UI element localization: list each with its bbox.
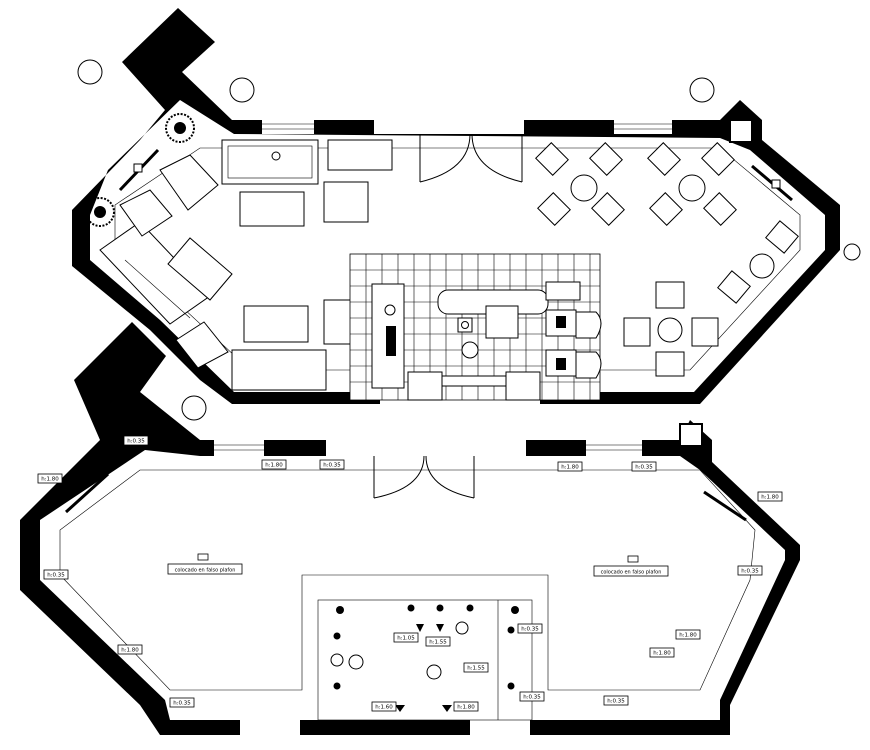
height-tag: h:0.35 bbox=[737, 565, 763, 576]
height-tag: h:1.80 bbox=[453, 701, 479, 712]
upper-inner-outline bbox=[114, 147, 801, 371]
coffee-table bbox=[243, 305, 309, 343]
armchair bbox=[323, 181, 369, 223]
height-tag: h:1.05 bbox=[393, 632, 419, 643]
svg-text:h:0.35: h:0.35 bbox=[741, 569, 759, 575]
svg-text:h:1.80: h:1.80 bbox=[265, 463, 283, 469]
upper-entrance-doors bbox=[419, 133, 523, 183]
svg-text:h:0.35: h:0.35 bbox=[523, 695, 541, 701]
armchair bbox=[159, 154, 219, 211]
coffee-table bbox=[167, 237, 233, 301]
height-tag: h:1.80 bbox=[261, 459, 287, 470]
height-tag: h:1.55 bbox=[463, 662, 489, 673]
lower-plan: colocado en falso plafon colocado en fal… bbox=[20, 322, 800, 736]
planter-icon bbox=[181, 395, 207, 421]
svg-text:h:1.80: h:1.80 bbox=[457, 705, 475, 711]
svg-text:h:1.80: h:1.80 bbox=[41, 477, 59, 483]
tv-icon bbox=[751, 164, 793, 202]
tv-icon bbox=[703, 490, 747, 522]
lower-plan-walls bbox=[20, 322, 800, 735]
upper-plan-walls bbox=[72, 8, 840, 404]
coffee-table bbox=[239, 191, 305, 227]
svg-text:h:1.80: h:1.80 bbox=[761, 495, 779, 501]
svg-text:h:1.55: h:1.55 bbox=[467, 666, 485, 672]
fan-icon bbox=[330, 653, 344, 667]
svg-text:h:1.80: h:1.80 bbox=[561, 465, 579, 471]
fan-icon bbox=[348, 654, 364, 670]
svg-text:h:0.35: h:0.35 bbox=[47, 573, 65, 579]
svg-text:h:0.35: h:0.35 bbox=[173, 701, 191, 707]
cafe-table-group bbox=[717, 220, 799, 304]
svg-text:h:0.35: h:0.35 bbox=[635, 465, 653, 471]
height-tag: h:0.35 bbox=[631, 461, 657, 472]
sofa bbox=[327, 139, 393, 171]
height-tag: h:1.80 bbox=[117, 644, 143, 655]
height-tag: h:0.35 bbox=[519, 691, 545, 702]
planter-icon bbox=[77, 59, 103, 85]
height-tag: h:1.80 bbox=[557, 461, 583, 472]
svg-text:h:1.05: h:1.05 bbox=[397, 636, 415, 642]
height-tag: h:1.55 bbox=[425, 636, 451, 647]
planter-icon bbox=[843, 243, 861, 261]
ceiling-note-right: colocado en falso plafon bbox=[593, 555, 669, 577]
svg-text:h:1.55: h:1.55 bbox=[429, 640, 447, 646]
tree-icon bbox=[85, 197, 115, 227]
svg-text:h:1.80: h:1.80 bbox=[653, 651, 671, 657]
svg-text:colocado en falso plafon: colocado en falso plafon bbox=[175, 568, 236, 574]
fan-icon bbox=[426, 664, 442, 680]
svg-text:h:0.35: h:0.35 bbox=[323, 463, 341, 469]
cafe-table-group bbox=[623, 281, 719, 377]
center-ceiling-box bbox=[317, 599, 533, 721]
tv-icon bbox=[64, 472, 110, 514]
height-tag: h:0.35 bbox=[169, 697, 195, 708]
height-tag: h:1.80 bbox=[37, 473, 63, 484]
height-tag: h:0.35 bbox=[517, 623, 543, 634]
ceiling-note-left: colocado en falso plafon bbox=[167, 553, 243, 575]
lower-windows bbox=[214, 439, 642, 736]
sofa bbox=[221, 139, 319, 185]
lower-column bbox=[679, 423, 703, 447]
height-tag: h:1.60 bbox=[371, 701, 397, 712]
svg-text:h:0.35: h:0.35 bbox=[607, 699, 625, 705]
svg-text:h:0.35: h:0.35 bbox=[521, 627, 539, 633]
height-tag: h:1.80 bbox=[675, 629, 701, 640]
svg-text:h:1.80: h:1.80 bbox=[679, 633, 697, 639]
height-tag: h:1.80 bbox=[757, 491, 783, 502]
height-tag: h:0.35 bbox=[123, 435, 149, 446]
tree-icon bbox=[165, 113, 195, 143]
planter-icon bbox=[229, 77, 255, 103]
svg-text:h:1.80: h:1.80 bbox=[121, 648, 139, 654]
height-tags: h:0.35 h:1.80 h:0.35 h:1.80 h:0.35 h:1.8… bbox=[37, 435, 783, 712]
svg-text:colocado en falso plafon: colocado en falso plafon bbox=[601, 570, 662, 576]
light-fixture-icons bbox=[333, 604, 519, 712]
planter-icon bbox=[689, 77, 715, 103]
cafe-table-group bbox=[647, 142, 737, 226]
fan-icon bbox=[455, 621, 469, 635]
upper-plan bbox=[72, 8, 861, 421]
cafe-table-group bbox=[535, 142, 625, 226]
svg-text:h:1.60: h:1.60 bbox=[375, 705, 393, 711]
svg-text:h:0.35: h:0.35 bbox=[127, 439, 145, 445]
height-tag: h:0.35 bbox=[43, 569, 69, 580]
height-tag: h:1.80 bbox=[649, 647, 675, 658]
sofa bbox=[231, 349, 327, 391]
height-tag: h:0.35 bbox=[603, 695, 629, 706]
lower-entrance-doors bbox=[373, 455, 475, 499]
tv-icon bbox=[118, 148, 160, 192]
height-tag: h:0.35 bbox=[319, 459, 345, 470]
bar-area bbox=[349, 253, 602, 401]
armchair bbox=[119, 189, 173, 237]
armchair bbox=[175, 321, 229, 369]
upper-column bbox=[729, 119, 753, 143]
